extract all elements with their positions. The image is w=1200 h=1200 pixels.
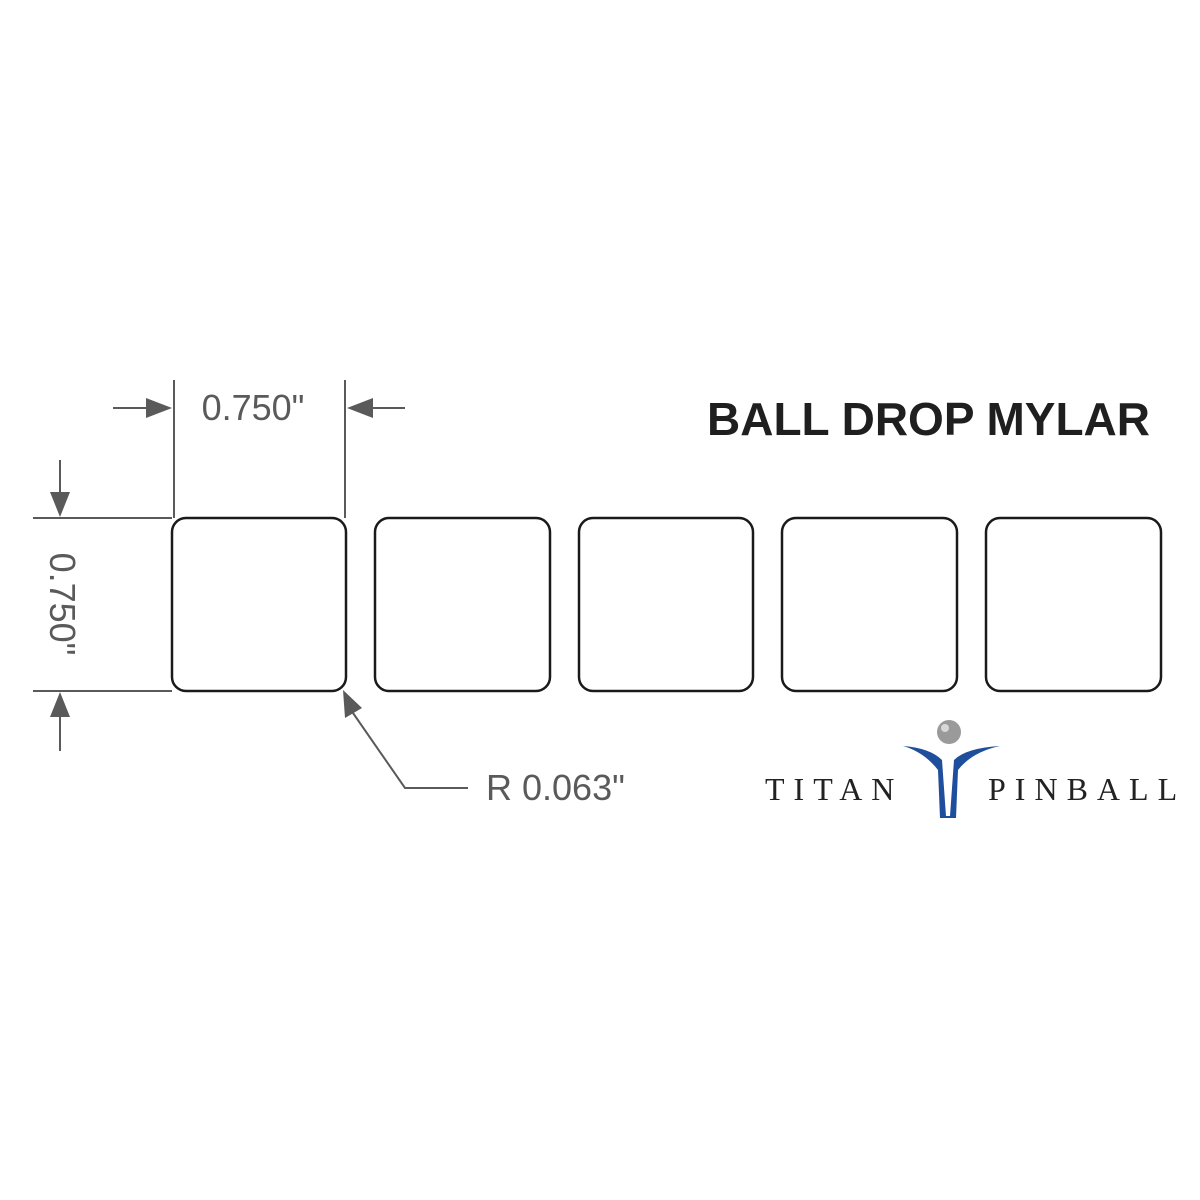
radius-leader-line	[352, 712, 468, 789]
radius-arrow-icon	[343, 690, 362, 718]
squares-row	[170, 516, 1163, 693]
radius-label: R 0.063"	[486, 767, 625, 808]
height-arrow-top-icon	[50, 492, 70, 517]
titan-pinball-logo: TITAN PINBALL	[765, 720, 1186, 818]
height-label: 0.750"	[42, 553, 83, 656]
mylar-square-5	[984, 516, 1163, 693]
logo-text-titan: TITAN	[765, 771, 903, 807]
diagram-title: BALL DROP MYLAR	[707, 393, 1150, 445]
width-dimension: 0.750"	[113, 380, 405, 518]
radius-callout: R 0.063"	[343, 690, 625, 808]
mylar-square-2	[373, 516, 552, 693]
width-arrow-right-icon	[347, 398, 373, 418]
logo-figure-icon	[903, 746, 1000, 818]
width-label: 0.750"	[202, 387, 305, 428]
mylar-square-1	[170, 516, 348, 693]
height-dimension: 0.750"	[33, 460, 172, 751]
height-arrow-bottom-icon	[50, 692, 70, 717]
mylar-square-4	[780, 516, 959, 693]
logo-ball-icon	[937, 720, 961, 744]
logo-ball-highlight	[941, 724, 949, 732]
width-arrow-left-icon	[146, 398, 172, 418]
mylar-square-3	[577, 516, 755, 693]
logo-text-pinball: PINBALL	[988, 771, 1186, 807]
